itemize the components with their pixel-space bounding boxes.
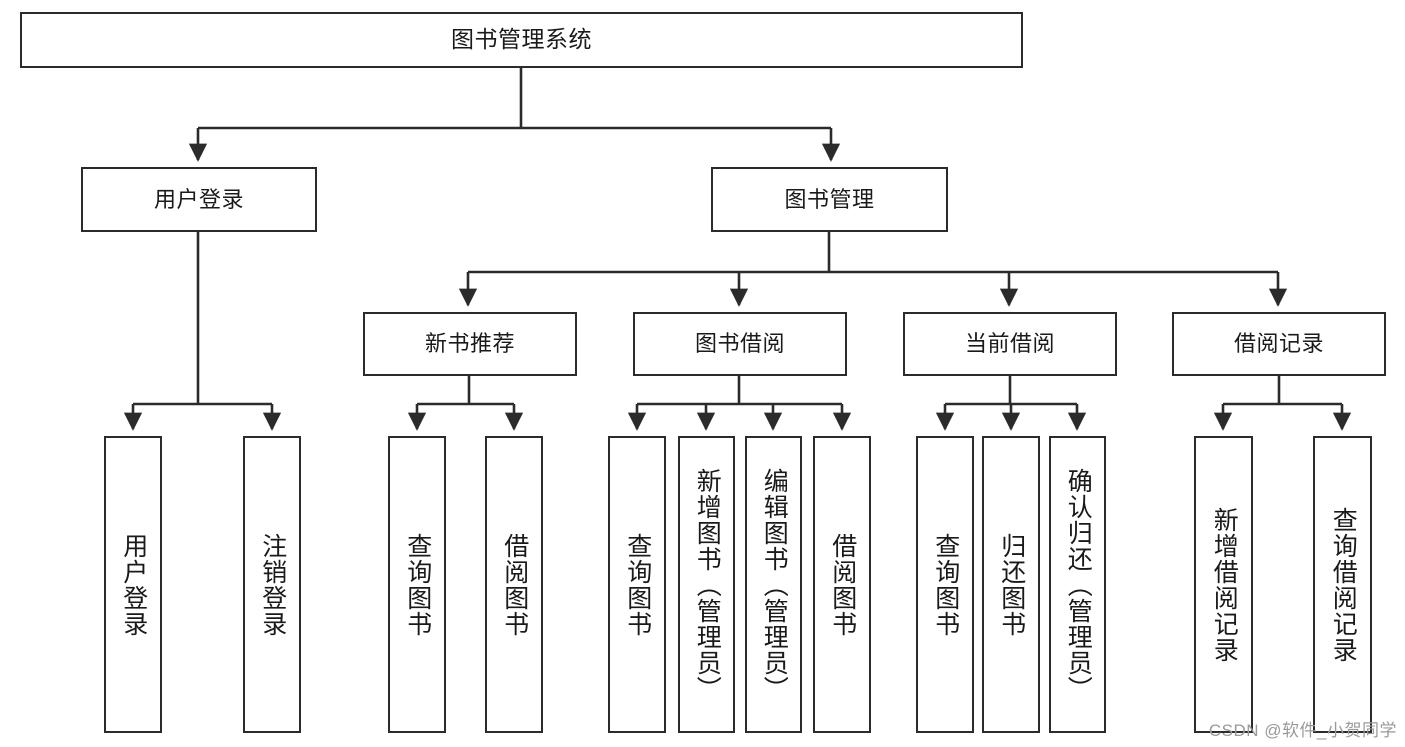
node-leaf-query-book-1-label: 查询图书	[403, 532, 432, 637]
node-root-label: 图书管理系统	[451, 26, 592, 53]
node-new-book-rec-label: 新书推荐	[424, 331, 515, 357]
node-borrow-record-label: 借阅记录	[1233, 331, 1324, 357]
node-leaf-query-record[interactable]: 查询借阅记录	[1313, 436, 1372, 733]
node-user-login[interactable]: 用户登录	[81, 167, 317, 232]
node-borrow-record[interactable]: 借阅记录	[1172, 312, 1386, 376]
node-leaf-return-book-label: 归还图书	[997, 532, 1026, 637]
node-new-book-rec[interactable]: 新书推荐	[363, 312, 577, 376]
node-current-borrow-label: 当前借阅	[964, 331, 1055, 357]
node-book-borrow[interactable]: 图书借阅	[633, 312, 847, 376]
node-book-manage-label: 图书管理	[784, 186, 875, 212]
node-leaf-add-record[interactable]: 新增借阅记录	[1194, 436, 1253, 733]
node-leaf-add-book[interactable]: 新增图书（管理员）	[678, 436, 735, 733]
node-leaf-add-book-label: 新增图书（管理员）	[693, 467, 722, 702]
node-leaf-logout-label: 注销登录	[258, 532, 287, 637]
node-leaf-query-book-3-label: 查询图书	[931, 532, 960, 637]
node-leaf-return-book[interactable]: 归还图书	[982, 436, 1040, 733]
node-leaf-query-book-3[interactable]: 查询图书	[916, 436, 974, 733]
node-leaf-query-record-label: 查询借阅记录	[1329, 506, 1358, 663]
node-leaf-logout[interactable]: 注销登录	[243, 436, 301, 733]
node-book-manage[interactable]: 图书管理	[711, 167, 948, 232]
node-leaf-borrow-book-2-label: 借阅图书	[828, 532, 857, 637]
node-leaf-user-login[interactable]: 用户登录	[104, 436, 162, 733]
node-book-borrow-label: 图书借阅	[694, 331, 785, 357]
node-leaf-user-login-label: 用户登录	[119, 532, 148, 637]
node-leaf-query-book-2-label: 查询图书	[623, 532, 652, 637]
node-leaf-query-book-1[interactable]: 查询图书	[388, 436, 446, 733]
node-leaf-confirm-return-label: 确认归还（管理员）	[1064, 467, 1093, 702]
node-leaf-edit-book[interactable]: 编辑图书（管理员）	[745, 436, 802, 733]
node-leaf-borrow-book-2[interactable]: 借阅图书	[813, 436, 871, 733]
node-current-borrow[interactable]: 当前借阅	[903, 312, 1117, 376]
node-root[interactable]: 图书管理系统	[20, 12, 1023, 68]
node-leaf-query-book-2[interactable]: 查询图书	[608, 436, 666, 733]
node-leaf-add-record-label: 新增借阅记录	[1210, 506, 1239, 663]
node-leaf-edit-book-label: 编辑图书（管理员）	[760, 467, 789, 702]
node-user-login-label: 用户登录	[153, 186, 244, 212]
node-leaf-borrow-book-1-label: 借阅图书	[500, 532, 529, 637]
node-leaf-confirm-return[interactable]: 确认归还（管理员）	[1049, 436, 1106, 733]
watermark: CSDN @软件_小贺同学	[1208, 721, 1397, 740]
node-leaf-borrow-book-1[interactable]: 借阅图书	[485, 436, 543, 733]
